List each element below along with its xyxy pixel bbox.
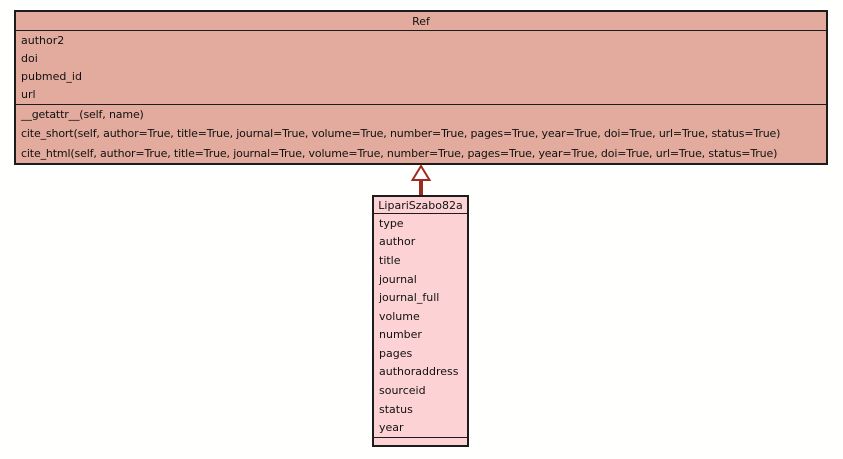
ref-class-name: Ref <box>412 14 430 28</box>
lipari-attribute: pages <box>379 346 413 360</box>
ref-attributes-compartment: author2 doi pubmed_id url <box>16 31 826 105</box>
ref-attribute: doi <box>21 51 38 65</box>
lipari-attribute: title <box>379 253 401 267</box>
ref-title-compartment: Ref <box>16 12 826 31</box>
lipari-attribute: type <box>379 216 404 230</box>
lipari-attribute: status <box>379 402 413 416</box>
class-box-ref: Ref author2 doi pubmed_id url __getattr_… <box>14 10 828 165</box>
ref-attribute: pubmed_id <box>21 70 82 84</box>
inheritance-arrow <box>410 164 432 195</box>
lipari-class-name: LipariSzabo82a <box>378 198 463 212</box>
lipari-title-compartment: LipariSzabo82a <box>374 197 467 214</box>
lipari-attributes-compartment: type author title journal journal_full v… <box>374 214 467 438</box>
ref-method: __getattr__(self, name) <box>21 108 144 122</box>
lipari-attribute: author <box>379 235 416 249</box>
lipari-methods-compartment-empty <box>374 438 467 445</box>
ref-method: cite_short(self, author=True, title=True… <box>21 127 781 141</box>
ref-method: cite_html(self, author=True, title=True,… <box>21 146 778 160</box>
lipari-attribute: journal <box>379 272 417 286</box>
lipari-attribute: sourceid <box>379 383 426 397</box>
ref-attribute: url <box>21 88 36 102</box>
lipari-attribute: authoraddress <box>379 365 459 379</box>
lipari-attribute: journal_full <box>379 291 440 305</box>
lipari-attribute: volume <box>379 309 420 323</box>
lipari-attribute: number <box>379 328 422 342</box>
ref-attribute: author2 <box>21 33 65 47</box>
class-box-liparisz abo82a: LipariSzabo82a type author title journal… <box>372 195 469 447</box>
ref-methods-compartment: __getattr__(self, name) cite_short(self,… <box>16 105 826 163</box>
lipari-attribute: year <box>379 421 404 435</box>
arrow-head <box>410 164 432 181</box>
